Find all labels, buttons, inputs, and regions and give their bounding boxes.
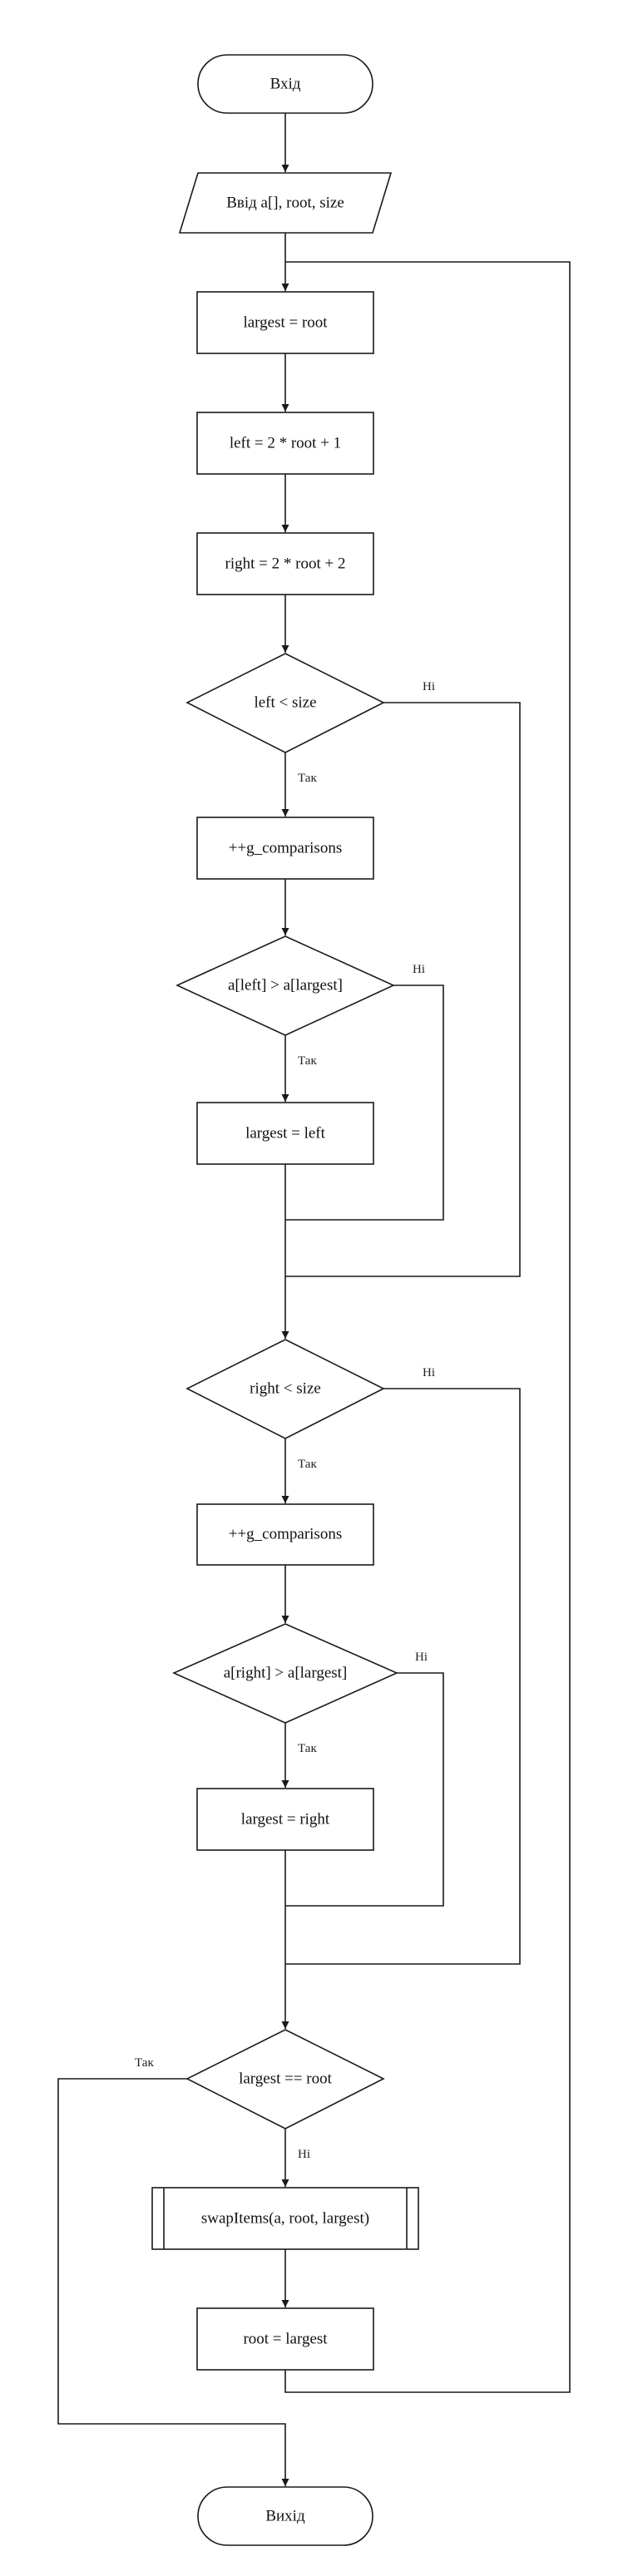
input-node: Ввід a[], root, size bbox=[178, 172, 393, 234]
root-largest-label: root = largest bbox=[243, 2331, 328, 2348]
cond-right-size-diamond bbox=[185, 1339, 385, 1439]
edge-label-no-1: Ні bbox=[423, 680, 435, 693]
right-calc-label: right = 2 * root + 2 bbox=[225, 555, 346, 573]
edge-labels: Так Ні Так Ні Так Ні Так Ні Ні Так bbox=[135, 680, 435, 2161]
edge-label-no-4: Ні bbox=[415, 1651, 428, 1664]
edge-label-no-5: Ні bbox=[298, 2148, 310, 2161]
cond-left-greater-diamond bbox=[176, 935, 395, 1036]
right-calc-node: right = 2 * root + 2 bbox=[196, 532, 374, 595]
cond-largest-root-label: largest == root bbox=[239, 2070, 333, 2088]
edge-label-no-2: Ні bbox=[413, 963, 425, 976]
largest-root-box bbox=[196, 291, 374, 354]
edge-label-yes-3: Так bbox=[298, 1458, 317, 1471]
largest-left-box bbox=[196, 1102, 374, 1165]
left-calc-label: left = 2 * root + 1 bbox=[230, 435, 341, 452]
cond-left-greater-node: a[left] > a[largest] bbox=[176, 935, 395, 1036]
left-calc-node: left = 2 * root + 1 bbox=[196, 412, 374, 475]
comp-inc-2-box bbox=[196, 1503, 374, 1566]
comp-inc-1-box bbox=[196, 817, 374, 880]
connectors bbox=[57, 113, 571, 2486]
cond-largest-root-diamond bbox=[185, 2029, 385, 2129]
cond-left-greater-label: a[left] > a[largest] bbox=[228, 977, 343, 994]
swap-label: swapItems(a, root, largest) bbox=[201, 2210, 369, 2228]
largest-right-node: largest = right bbox=[196, 1788, 374, 1851]
cond-right-greater-node: a[right] > a[largest] bbox=[172, 1623, 398, 1724]
right-calc-box bbox=[196, 532, 374, 595]
root-largest-box bbox=[196, 2307, 374, 2371]
comp-inc-2-label: ++g_comparisons bbox=[229, 1526, 342, 1543]
root-largest-node: root = largest bbox=[196, 2307, 374, 2371]
edge-label-yes-2: Так bbox=[298, 1054, 317, 1068]
comp-inc-1-label: ++g_comparisons bbox=[229, 840, 342, 857]
comp-inc-2-node: ++g_comparisons bbox=[196, 1503, 374, 1566]
edge-label-yes-4: Так bbox=[298, 1742, 317, 1755]
end-node: Вихід bbox=[197, 2486, 373, 2546]
start-label: Вхід bbox=[270, 76, 301, 93]
cond-left-size-diamond bbox=[185, 653, 385, 753]
cond-right-size-node: right < size bbox=[185, 1339, 385, 1439]
comp-inc-1-node: ++g_comparisons bbox=[196, 817, 374, 880]
left-calc-box bbox=[196, 412, 374, 475]
cond-right-greater-diamond bbox=[172, 1623, 398, 1724]
largest-root-label: largest = root bbox=[243, 314, 328, 332]
cond-right-size-label: right < size bbox=[250, 1380, 321, 1398]
start-node: Вхід bbox=[197, 54, 373, 114]
swap-subroutine-box bbox=[151, 2187, 419, 2250]
largest-left-label: largest = left bbox=[245, 1125, 326, 1142]
cond-left-size-label: left < size bbox=[254, 694, 316, 712]
largest-left-node: largest = left bbox=[196, 1102, 374, 1165]
cond-largest-root-node: largest == root bbox=[185, 2029, 385, 2129]
arrow-cond-largest-root-yes bbox=[57, 2078, 289, 2486]
edge-label-no-3: Ні bbox=[423, 1366, 435, 1379]
arrow-cond-right-size-no bbox=[285, 1388, 521, 1965]
largest-right-box bbox=[196, 1788, 374, 1851]
input-parallelogram bbox=[178, 172, 393, 234]
arrow-cond-right-greater-no bbox=[285, 1672, 444, 1907]
end-label: Вихід bbox=[265, 2508, 305, 2525]
largest-root-node: largest = root bbox=[196, 291, 374, 354]
edge-label-yes-5: Так bbox=[135, 2056, 154, 2070]
cond-right-greater-label: a[right] > a[largest] bbox=[224, 1665, 348, 1682]
arrow-cond-left-size-no bbox=[285, 702, 521, 1277]
edge-label-yes-1: Так bbox=[298, 772, 317, 785]
arrow-loop-back bbox=[284, 261, 571, 2393]
arrow-cond-left-greater-no bbox=[285, 985, 444, 1221]
start-terminator bbox=[197, 54, 373, 114]
end-terminator bbox=[197, 2486, 373, 2546]
swap-node: swapItems(a, root, largest) bbox=[151, 2187, 419, 2250]
cond-left-size-node: left < size bbox=[185, 653, 385, 753]
input-label: Ввід a[], root, size bbox=[226, 195, 344, 212]
largest-right-label: largest = right bbox=[241, 1811, 330, 1828]
